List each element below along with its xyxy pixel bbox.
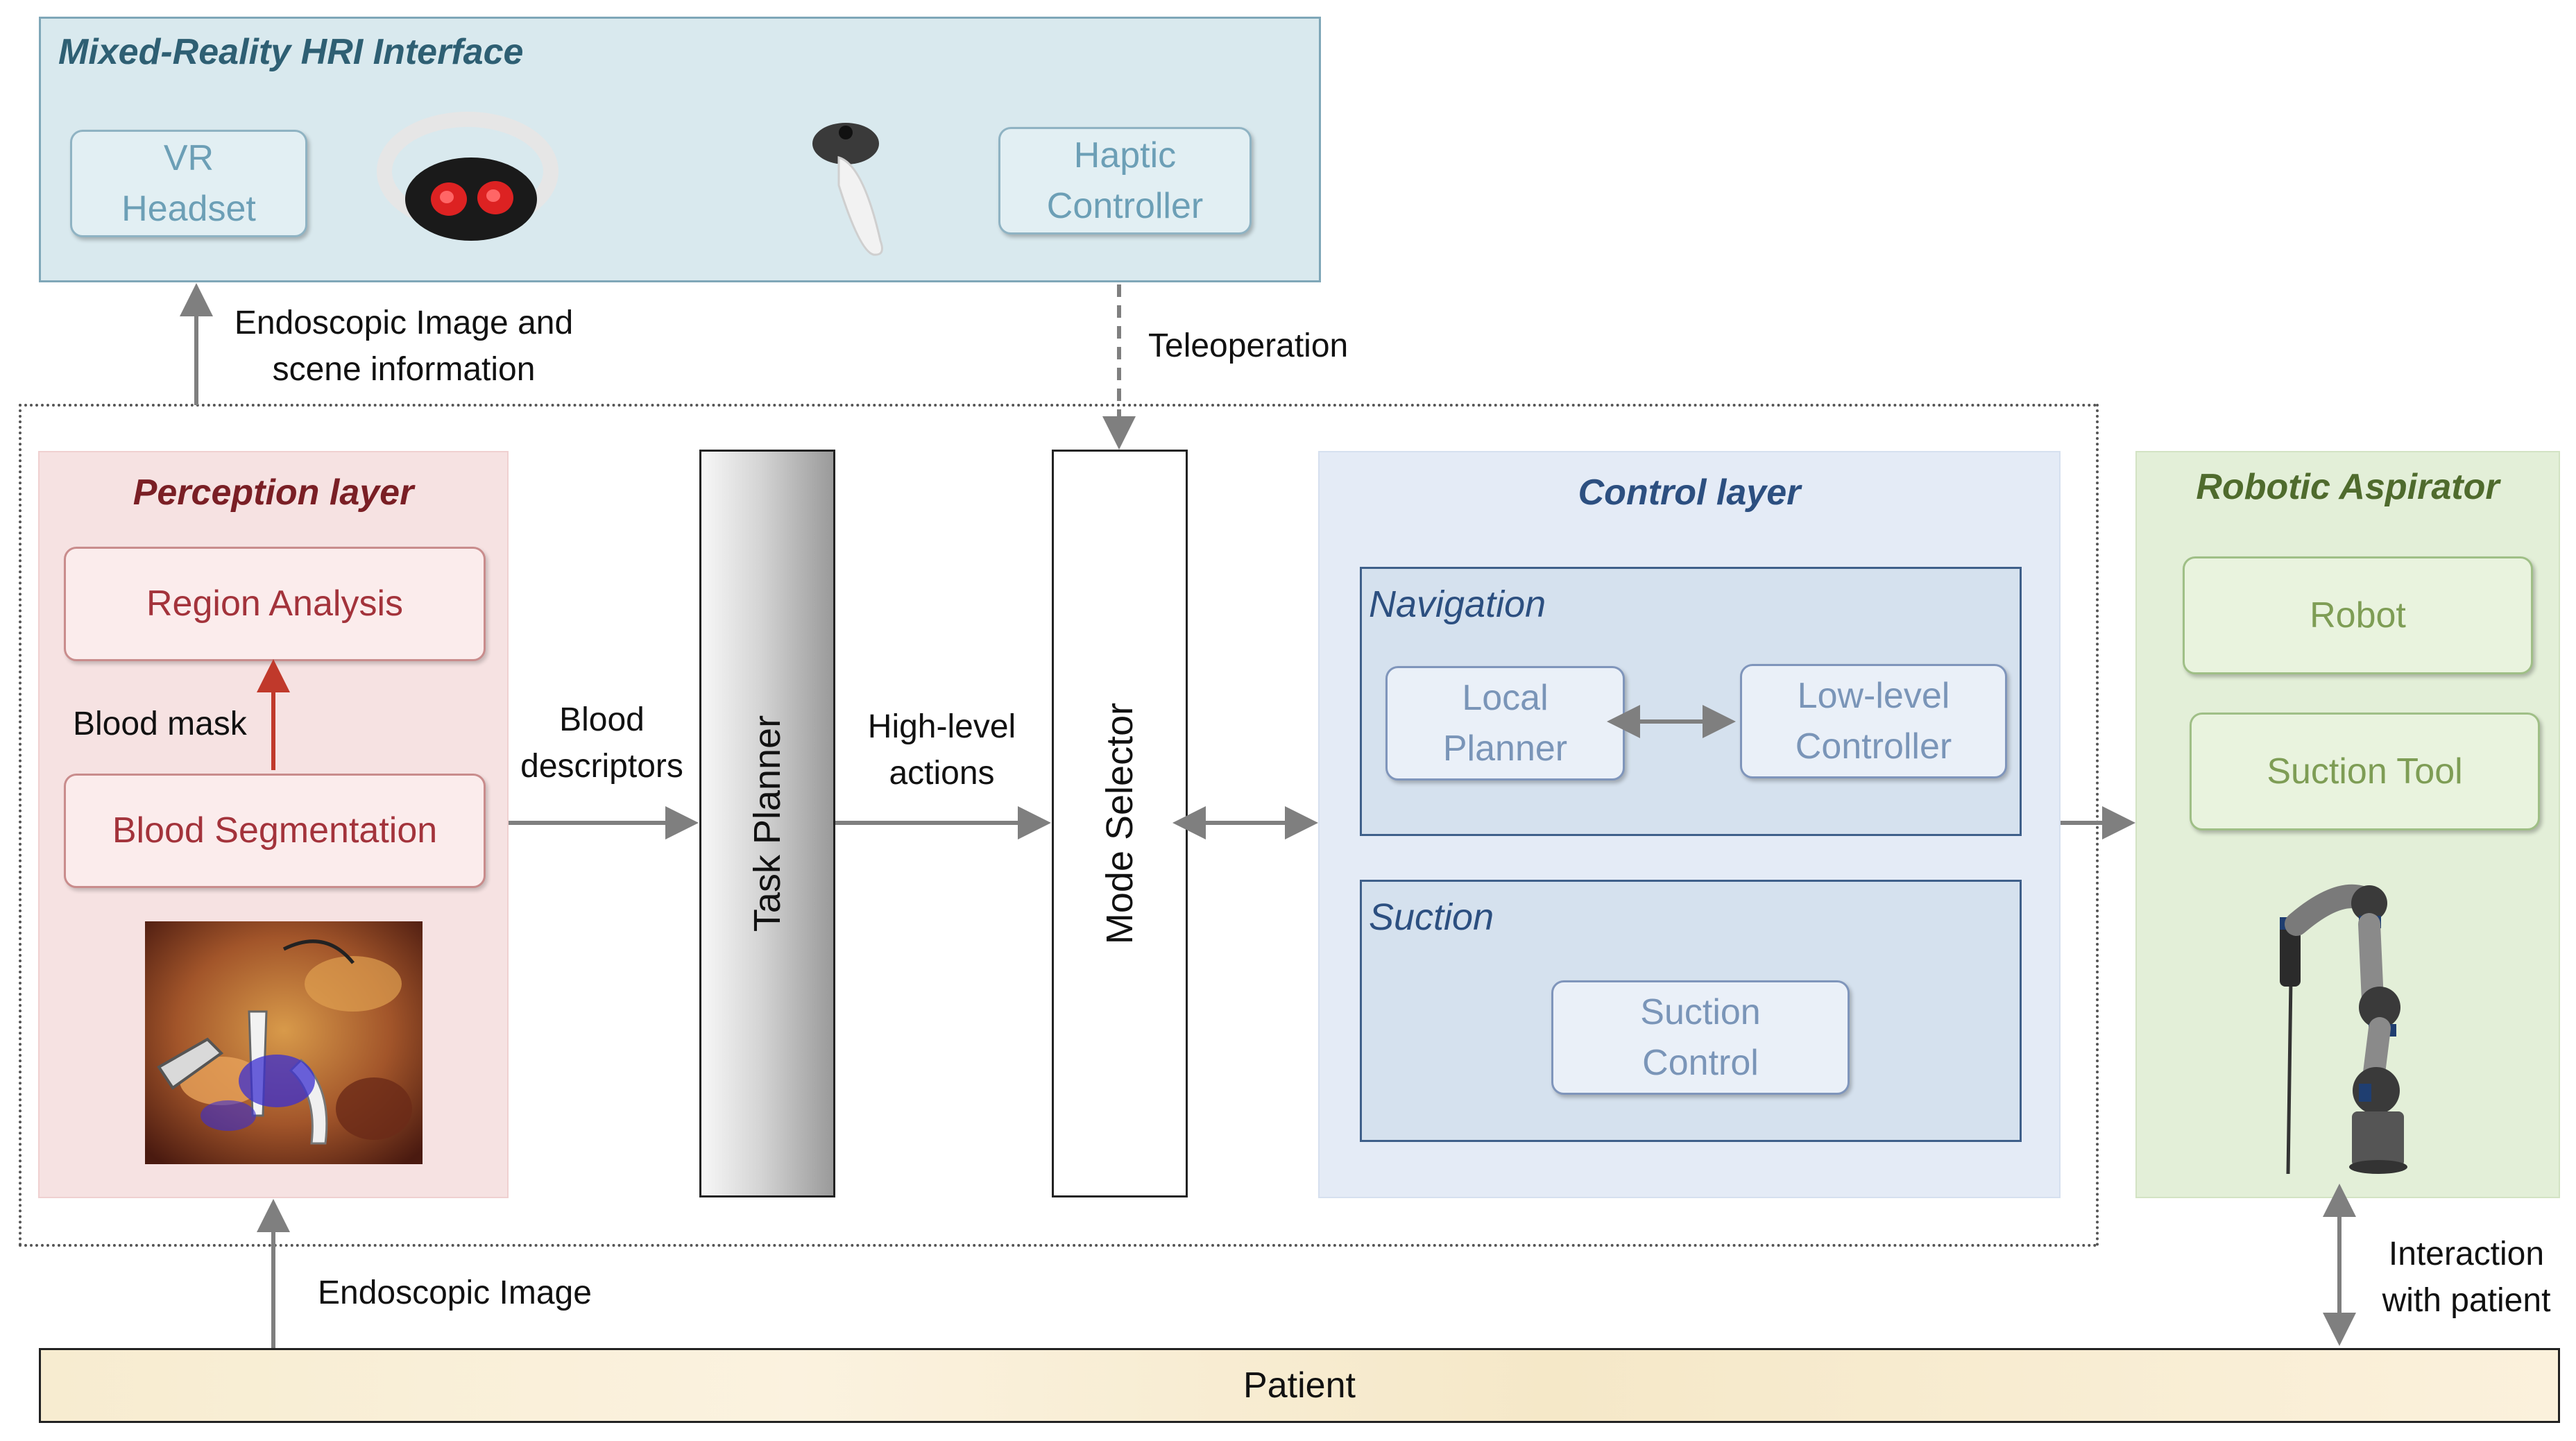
- aspirator-panel: Robotic Aspirator Robot Suction Tool: [2135, 451, 2560, 1198]
- haptic-controller-icon: [812, 123, 883, 256]
- low-level-controller-box[interactable]: Low-level Controller: [1740, 664, 2007, 778]
- aspirator-title: Robotic Aspirator: [2196, 467, 2500, 507]
- label-endoscopic-scene: Endoscopic Image and scene information: [234, 305, 574, 389]
- label-blood-mask: Blood mask: [73, 706, 247, 742]
- local-planner-box[interactable]: Local Planner: [1385, 666, 1625, 781]
- suction-tool-box[interactable]: Suction Tool: [2190, 713, 2540, 830]
- suction-control-box[interactable]: Suction Control: [1551, 980, 1850, 1095]
- suction-title: Suction: [1369, 896, 1494, 938]
- label-blood-descriptors: Blood descriptors: [520, 701, 683, 785]
- label-teleoperation: Teleoperation: [1148, 327, 1349, 364]
- blood-segmentation-box[interactable]: Blood Segmentation: [64, 774, 486, 888]
- control-title: Control layer: [1578, 472, 1801, 513]
- control-panel: Control layer Navigation Local Planner L…: [1318, 451, 2061, 1198]
- navigation-section: Navigation Local Planner Low-level Contr…: [1360, 567, 2022, 836]
- hri-title: Mixed-Reality HRI Interface: [58, 32, 524, 72]
- endoscopic-image: [145, 921, 423, 1164]
- navigation-title: Navigation: [1369, 583, 1546, 625]
- perception-panel: Perception layer Region Analysis Blood S…: [38, 451, 509, 1198]
- patient-bar: Patient: [39, 1348, 2560, 1423]
- mode-selector[interactable]: Mode Selector: [1052, 450, 1188, 1197]
- suction-section: Suction Suction Control: [1360, 880, 2022, 1142]
- label-high-level-actions: High-level actions: [867, 708, 1016, 792]
- task-planner[interactable]: Task Planner: [699, 450, 835, 1197]
- label-endoscopic-image: Endoscopic Image: [318, 1274, 592, 1311]
- vr-headset-icon: [377, 112, 558, 241]
- perception-title: Perception layer: [133, 472, 414, 513]
- robot-arm-icon: [2280, 885, 2407, 1175]
- vr-headset-box[interactable]: VR Headset: [70, 130, 307, 237]
- patient-label: Patient: [1243, 1365, 1356, 1406]
- system-boundary: [19, 404, 2099, 1247]
- haptic-controller-box[interactable]: Haptic Controller: [998, 127, 1252, 235]
- hri-panel: Mixed-Reality HRI Interface VR Headset H…: [39, 17, 1321, 282]
- robot-box[interactable]: Robot: [2183, 556, 2533, 674]
- label-interaction: Interaction with patient: [2382, 1236, 2551, 1320]
- region-analysis-box[interactable]: Region Analysis: [64, 547, 486, 661]
